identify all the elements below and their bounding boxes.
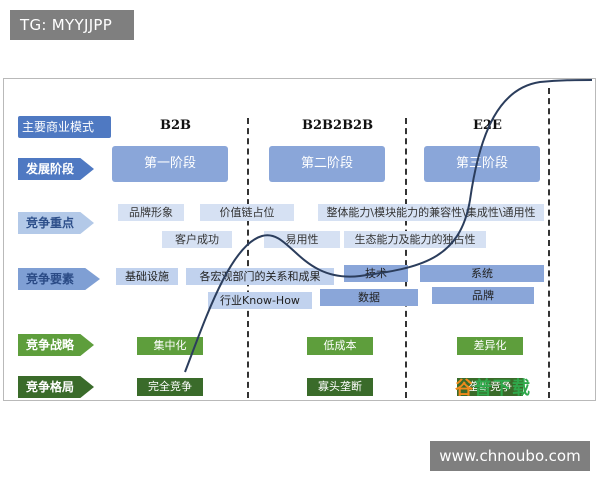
pattern-perfect-competition: 完全竞争 <box>137 378 203 396</box>
column-divider-1 <box>247 118 249 398</box>
row-label-stage: 发展阶段 <box>18 158 94 180</box>
column-header-b2b: B2B <box>160 118 192 133</box>
column-header-e2e: E2E <box>473 118 502 133</box>
stage-2-box: 第二阶段 <box>269 146 385 182</box>
tg-tag: TG: MYYJJPP <box>10 10 134 40</box>
pattern-oligopoly: 寡头垄断 <box>307 378 373 396</box>
focus-value-chain: 价值链占位 <box>200 204 294 221</box>
focus-compatibility: 整体能力\模块能力的兼容性\集成性\通用性 <box>318 204 544 221</box>
column-header-b2b2b2b: B2B2B2B <box>302 118 374 133</box>
element-data: 数据 <box>320 289 418 306</box>
brand-watermark: 谷普下载 <box>455 374 531 400</box>
strategy-focus: 集中化 <box>137 337 203 355</box>
pattern-monopolistic-competition: 垄断竞争 <box>457 378 523 396</box>
focus-brand-image: 品牌形象 <box>118 204 184 221</box>
row-label-strategy: 竞争战略 <box>18 334 94 356</box>
focus-customer-success: 客户成功 <box>162 231 232 248</box>
row-label-elements: 竞争要素 <box>18 268 100 290</box>
column-divider-2 <box>405 118 407 398</box>
brand-watermark-part2: 普下载 <box>474 378 531 399</box>
strategy-low-cost: 低成本 <box>307 337 373 355</box>
element-industry-knowhow: 行业Know-How <box>208 292 312 309</box>
row-label-focus: 竞争重点 <box>18 212 94 234</box>
stage-3-box: 第三阶段 <box>424 146 540 182</box>
row-label-pattern: 竞争格局 <box>18 376 94 398</box>
column-divider-3 <box>548 88 550 398</box>
stage-1-box: 第一阶段 <box>112 146 228 182</box>
site-url-badge: www.chnoubo.com <box>430 441 590 471</box>
element-brand: 品牌 <box>432 287 534 304</box>
row-label-model: 主要商业模式 <box>18 116 111 138</box>
brand-watermark-part1: 谷 <box>455 378 474 399</box>
element-system: 系统 <box>420 265 544 282</box>
focus-usability: 易用性 <box>264 231 340 248</box>
strategy-differentiation: 差异化 <box>457 337 523 355</box>
element-infrastructure: 基础设施 <box>116 268 178 285</box>
